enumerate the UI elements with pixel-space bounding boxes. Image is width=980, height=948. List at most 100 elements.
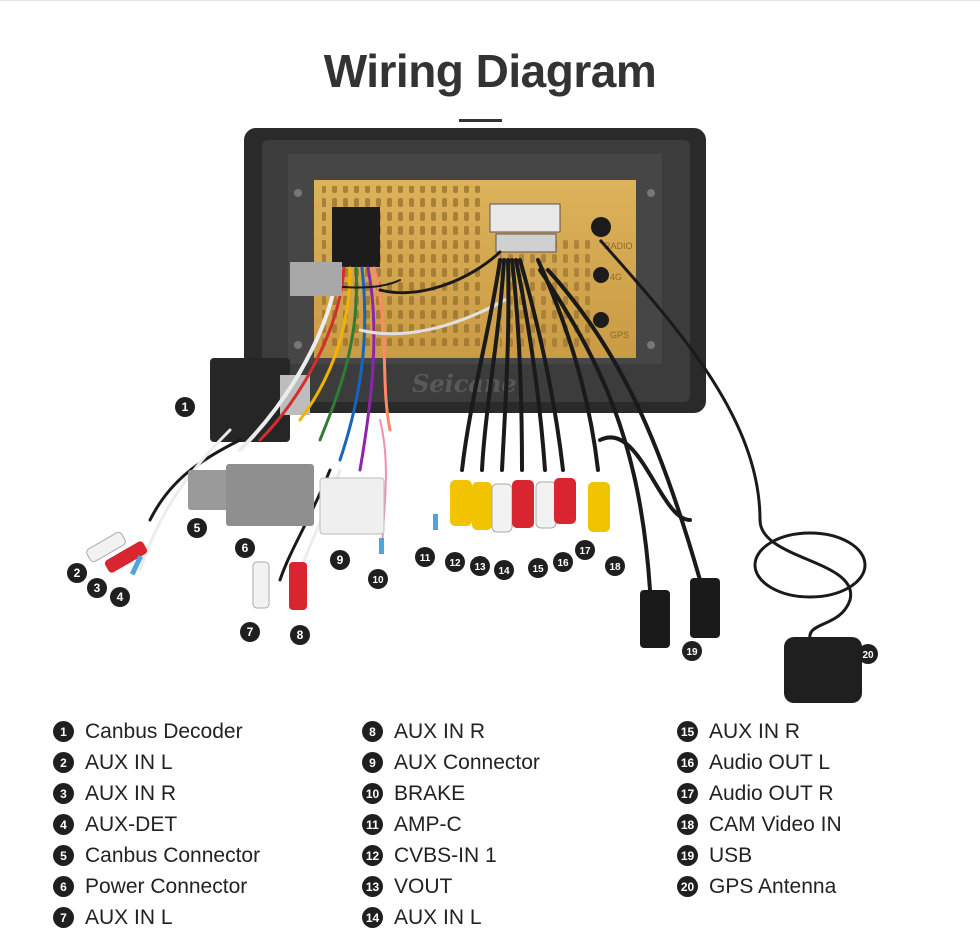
legend-item: 15 AUX IN R [677, 716, 842, 747]
callout-16: 16 [553, 552, 573, 572]
legend-badge: 12 [362, 845, 383, 866]
legend-badge: 17 [677, 783, 698, 804]
legend-badge: 15 [677, 721, 698, 742]
legend-badge: 19 [677, 845, 698, 866]
power-connector [226, 464, 314, 526]
callout-2: 2 [67, 563, 87, 583]
legend-label: BRAKE [394, 781, 466, 805]
screw [647, 341, 655, 349]
legend-label: AUX-DET [85, 812, 178, 836]
legend-item: 10 BRAKE [362, 778, 540, 809]
svg-text:8: 8 [297, 628, 304, 642]
svg-text:5: 5 [194, 521, 201, 535]
callout-13: 13 [470, 556, 490, 576]
screw [294, 341, 302, 349]
port-label-4g: 4G [610, 272, 622, 282]
usb-plug-2 [690, 578, 720, 638]
callout-3: 3 [87, 578, 107, 598]
usb-plug [640, 590, 670, 648]
legend-label: GPS Antenna [709, 874, 837, 898]
legend-label: Audio OUT R [709, 781, 834, 805]
legend-label: Canbus Decoder [85, 719, 243, 743]
callout-9: 9 [330, 550, 350, 570]
svg-text:20: 20 [862, 650, 874, 661]
aux-connector [319, 477, 385, 535]
radio-port [591, 217, 611, 237]
legend-label: VOUT [394, 874, 453, 898]
legend-label: AUX Connector [394, 750, 540, 774]
top-divider [0, 0, 980, 1]
legend-label: Power Connector [85, 874, 248, 898]
amp-wire [433, 514, 438, 530]
legend-badge: 8 [362, 721, 383, 742]
gps-port [593, 312, 609, 328]
port-label-gps: GPS [610, 330, 629, 340]
callout-17: 17 [575, 540, 595, 560]
legend-label: Canbus Connector [85, 843, 261, 867]
legend-label: AUX IN L [85, 905, 173, 929]
legend-label: AMP-C [394, 812, 462, 836]
gps-antenna [598, 239, 867, 703]
legend-badge: 16 [677, 752, 698, 773]
svg-text:10: 10 [372, 575, 384, 586]
svg-text:15: 15 [532, 564, 544, 575]
legend-label: CVBS-IN 1 [394, 843, 497, 867]
svg-text:3: 3 [94, 581, 101, 595]
legend-item: 16 Audio OUT L [677, 747, 842, 778]
callout-14: 14 [494, 560, 514, 580]
legend-item: 20 GPS Antenna [677, 871, 842, 902]
callout-19: 19 [682, 641, 702, 661]
legend-item: 1 Canbus Decoder [53, 716, 260, 747]
legend-badge: 2 [53, 752, 74, 773]
legend-badge: 13 [362, 876, 383, 897]
legend-badge: 6 [53, 876, 74, 897]
legend-item: 3 AUX IN R [53, 778, 260, 809]
legend-column-3: 15 AUX IN R 16 Audio OUT L 17 Audio OUT R 1… [677, 716, 842, 902]
port-label-radio: RADIO [604, 241, 633, 251]
legend-badge: 5 [53, 845, 74, 866]
legend-label: USB [709, 843, 753, 867]
legend-label: AUX IN R [85, 781, 177, 805]
aux-det-wire [129, 555, 143, 576]
wiring-diagram: RADIO 4G GPS Seicane [67, 128, 878, 703]
legend-item: 9 AUX Connector [362, 747, 540, 778]
legend-item: 4 AUX-DET [53, 809, 260, 840]
svg-text:6: 6 [242, 541, 249, 555]
callout-20: 20 [858, 644, 878, 664]
legend-badge: 3 [53, 783, 74, 804]
callout-1: 1 [175, 397, 195, 417]
screw [294, 189, 302, 197]
legend-badge: 20 [677, 876, 698, 897]
svg-text:12: 12 [449, 558, 461, 569]
harness-plug [290, 262, 342, 296]
4g-port [593, 267, 609, 283]
legend-item: 11 AMP-C [362, 809, 540, 840]
callout-10: 10 [368, 569, 388, 589]
brand-logo: Seicane [412, 369, 517, 398]
legend-badge: 14 [362, 907, 383, 928]
legend-badge: 9 [362, 752, 383, 773]
svg-text:4: 4 [117, 590, 124, 604]
legend-item: 13 VOUT [362, 871, 540, 902]
legend-badge: 11 [362, 814, 383, 835]
multi-pin-port [489, 203, 561, 233]
callout-18: 18 [605, 556, 625, 576]
legend-badge: 1 [53, 721, 74, 742]
callout-15: 15 [528, 558, 548, 578]
legend-badge: 4 [53, 814, 74, 835]
legend-label: Audio OUT L [709, 750, 831, 774]
callouts: 1 2 3 4 5 6 7 8 9 10 11 12 13 14 15 16 1… [67, 397, 878, 664]
legend-label: CAM Video IN [709, 812, 842, 836]
legend-badge: 10 [362, 783, 383, 804]
svg-text:13: 13 [474, 562, 486, 573]
legend-item: 5 Canbus Connector [53, 840, 260, 871]
legend-label: AUX IN R [709, 719, 801, 743]
svg-text:1: 1 [182, 400, 189, 414]
